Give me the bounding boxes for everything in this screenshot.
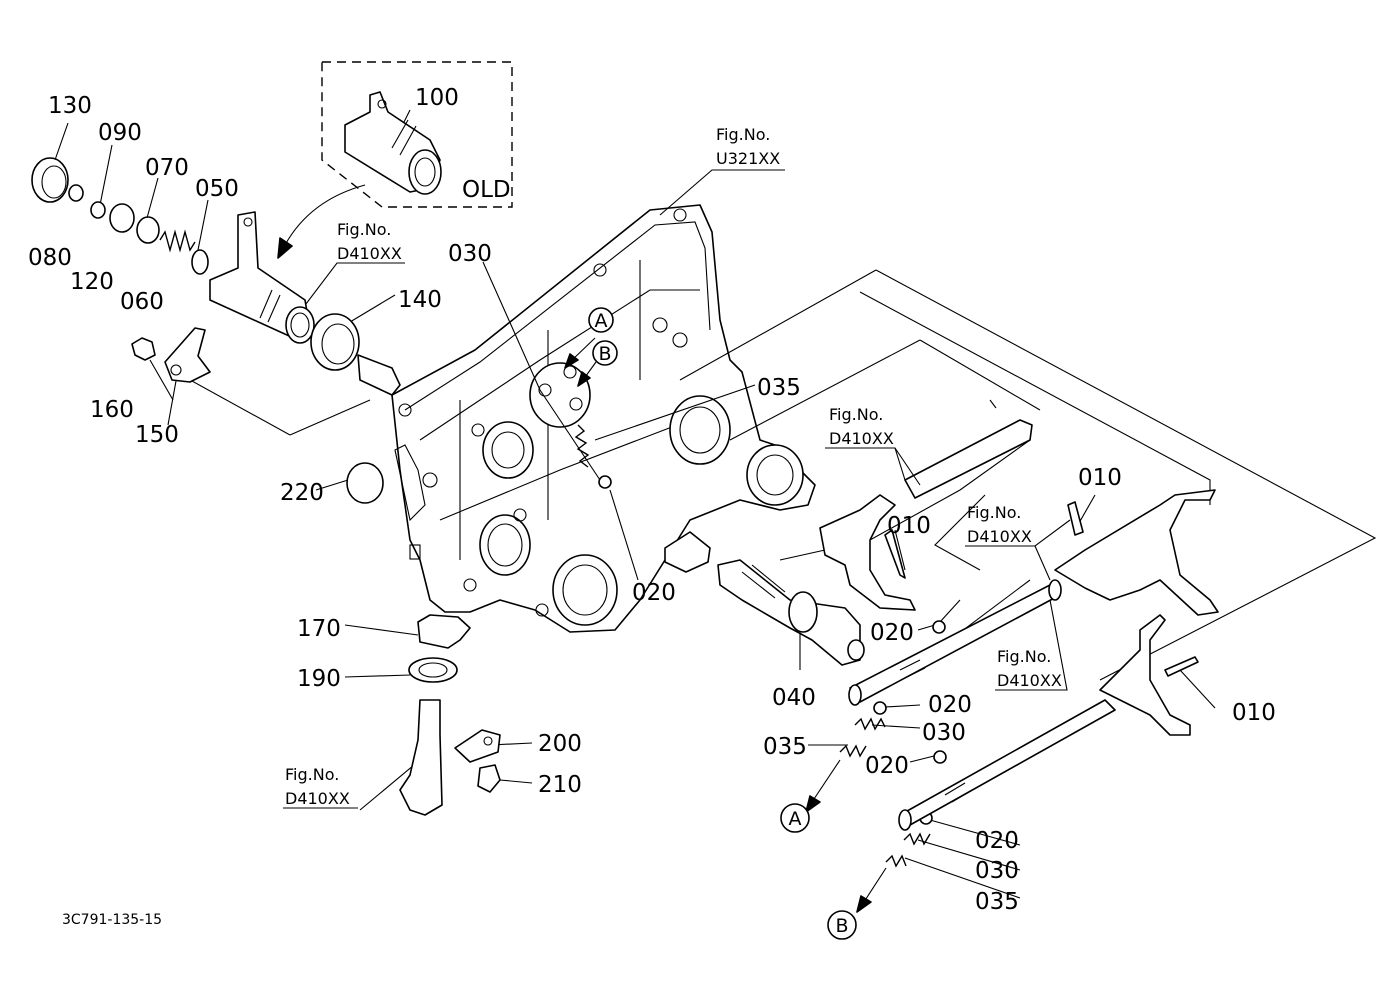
- callout-035-low: 035: [975, 889, 1019, 915]
- old-type-inset: [321, 61, 513, 208]
- fig-d410-shaft-label: Fig.No.: [997, 647, 1051, 666]
- callout-030-mid: 030: [922, 720, 966, 746]
- callouts: 130 090 070 050 080 120 060 100 OLD 030 …: [28, 85, 1276, 915]
- fig-d410-rod-label: Fig.No.: [829, 405, 883, 424]
- fig-d410-top-label: Fig.No.: [337, 220, 391, 239]
- callout-130: 130: [48, 93, 92, 119]
- fig-d410-lever-label: Fig.No.: [285, 765, 339, 784]
- old-to-new-arrowhead: [277, 237, 293, 259]
- callout-080: 080: [28, 245, 72, 271]
- callout-060: 060: [120, 289, 164, 315]
- callout-010-pin: 010: [1078, 465, 1122, 491]
- callout-070: 070: [145, 155, 189, 181]
- fig-u321-label: Fig.No.: [716, 125, 770, 144]
- fig-d410-rod-code: D410XX: [829, 429, 894, 448]
- shift-arm-170-190-200-210: [399, 614, 501, 816]
- fig-d410-fork-label: Fig.No.: [967, 503, 1021, 522]
- selector-shaft-040: [664, 531, 865, 666]
- fig-d410-shaft-code: D410XX: [997, 671, 1062, 690]
- fig-d410-top-code: D410XX: [337, 244, 402, 263]
- old-label: OLD: [462, 177, 511, 203]
- ref-b-top: B: [598, 343, 611, 365]
- shift-lever-shaft-assembly: [31, 157, 401, 396]
- detent-parts: [564, 337, 947, 913]
- callout-020-rod: 020: [870, 620, 914, 646]
- callout-220: 220: [280, 480, 324, 506]
- ref-a-top: A: [595, 310, 608, 332]
- shift-forks-and-rods: [819, 419, 1219, 831]
- callout-035-mid: 035: [763, 734, 807, 760]
- callout-200: 200: [538, 731, 582, 757]
- callout-020-ball: 020: [928, 692, 972, 718]
- drawing-code: 3C791-135-15: [62, 912, 162, 928]
- fig-d410-lever-code: D410XX: [285, 789, 350, 808]
- callout-020-case: 020: [632, 580, 676, 606]
- old-to-new-arrow: [284, 184, 366, 246]
- callout-040: 040: [772, 685, 816, 711]
- callout-170: 170: [297, 616, 341, 642]
- callout-100: 100: [415, 85, 459, 111]
- ref-b-bottom: B: [835, 915, 848, 937]
- reference-markers: A B A B: [588, 307, 857, 940]
- callout-140: 140: [398, 287, 442, 313]
- callout-150: 150: [135, 422, 179, 448]
- callout-020-low: 020: [975, 828, 1019, 854]
- callout-035-top: 035: [757, 375, 801, 401]
- callout-120: 120: [70, 269, 114, 295]
- callout-210: 210: [538, 772, 582, 798]
- fig-references: Fig.No. U321XX Fig.No. D410XX Fig.No. D4…: [283, 125, 1071, 809]
- fig-d410-fork-code: D410XX: [967, 527, 1032, 546]
- plug-220: [346, 462, 384, 504]
- callout-090: 090: [98, 120, 142, 146]
- transmission-case: [391, 204, 816, 633]
- callout-030-low: 030: [975, 858, 1019, 884]
- callout-030-top: 030: [448, 241, 492, 267]
- callout-160: 160: [90, 397, 134, 423]
- callout-020-mid: 020: [865, 753, 909, 779]
- callout-190: 190: [297, 666, 341, 692]
- callout-010-fork3: 010: [1232, 700, 1276, 726]
- fig-u321-code: U321XX: [716, 149, 780, 168]
- callout-010-fork1: 010: [887, 513, 931, 539]
- callout-050: 050: [195, 176, 239, 202]
- ref-a-bottom: A: [789, 808, 802, 830]
